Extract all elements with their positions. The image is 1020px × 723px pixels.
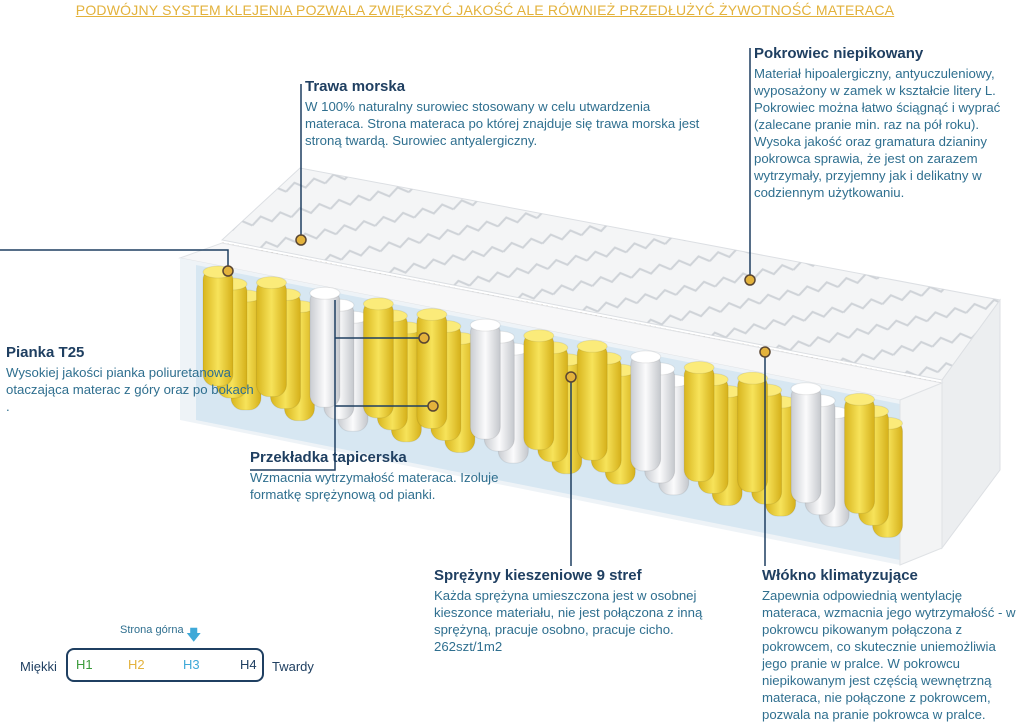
callout-dots: [222, 234, 771, 412]
wlokno-block: Włókno klimatyzujące Zapewnia odpowiedni…: [762, 567, 1017, 723]
hardness-level-h1: H1: [76, 657, 93, 672]
wlokno-text: Zapewnia odpowiednią wentylację materaca…: [762, 588, 1016, 722]
wlokno-title: Włókno klimatyzujące: [762, 567, 918, 584]
pocket-spring-top: [844, 392, 876, 406]
pocket-spring-top: [255, 276, 287, 290]
przekladka-text: Wzmacnia wytrzymałość materaca. Izoluje …: [250, 470, 499, 502]
trawa-text: W 100% naturalny surowiec stosowany w ce…: [305, 99, 700, 148]
hardness-scale: Strona górna 🡇 Miękki H1 H2 H3 H4 Twardy: [20, 624, 340, 694]
pocket-spring: [630, 352, 662, 472]
pocket-spring-top: [523, 329, 555, 343]
przekladka-title: Przekładka tapicerska: [250, 449, 407, 466]
hardness-level-h3: H3: [183, 657, 200, 672]
trawa-block: Trawa morska W 100% naturalny surowiec s…: [305, 78, 705, 149]
pocket-spring: [844, 394, 876, 514]
pocket-spring-top: [737, 371, 769, 385]
hardness-caption: Strona górna: [120, 624, 184, 636]
pocket-spring: [362, 299, 394, 419]
pianka-title: Pianka T25: [6, 344, 85, 361]
foam-wall-right: [899, 382, 943, 566]
callout-dot-pokrowiec: [744, 274, 756, 286]
sprezyny-title: Sprężyny kieszeniowe 9 stref: [434, 567, 642, 584]
pokrowiec-block: Pokrowiec niepikowany Materiał hipoalerg…: [754, 45, 1016, 201]
callout-line-przekladka: [250, 300, 336, 471]
sprezyny-text: Każda sprężyna umieszczona jest w osobne…: [434, 588, 703, 654]
callout-line-pianka: [0, 249, 229, 270]
pianka-text: Wysokiej jakości pianka poliuretanowa ot…: [6, 365, 254, 414]
banner-headline: PODWÓJNY SYSTEM KLEJENIA POZWALA ZWIĘKSZ…: [75, 2, 895, 18]
hardness-level-h4: H4: [240, 657, 257, 672]
pocket-spring: [576, 341, 608, 461]
pocket-spring-top: [469, 318, 501, 332]
pianka-block: Pianka T25 Wysokiej jakości pianka poliu…: [6, 344, 256, 415]
pocket-spring: [790, 384, 822, 504]
pocket-spring: [523, 331, 555, 451]
pocket-spring-top: [790, 382, 822, 396]
pokrowiec-title: Pokrowiec niepikowany: [754, 45, 924, 62]
pocket-spring-top: [683, 361, 715, 375]
pocket-spring: [683, 363, 715, 483]
pokrowiec-text: Materiał hipoalergiczny, antyuczuleniowy…: [754, 66, 1001, 200]
hardness-level-h2: H2: [128, 657, 145, 672]
callout-dot-przekladka-a: [418, 332, 430, 344]
trawa-title: Trawa morska: [305, 78, 406, 95]
pocket-spring-top: [416, 307, 448, 321]
pocket-spring-top: [630, 350, 662, 364]
pocket-spring-top: [362, 297, 394, 311]
hardness-hard-label: Twardy: [272, 659, 314, 674]
pocket-spring: [469, 320, 501, 440]
spring-rows: [202, 265, 904, 538]
callout-dot-pianka: [222, 265, 234, 277]
sprezyny-block: Sprężyny kieszeniowe 9 stref Każda spręż…: [434, 567, 734, 655]
pocket-spring-top: [309, 286, 341, 300]
pocket-spring: [737, 373, 769, 493]
callout-lines: [0, 48, 766, 566]
pocket-spring: [255, 278, 287, 398]
pocket-spring-top: [576, 339, 608, 353]
callout-dot-sprezyny: [565, 371, 577, 383]
callout-dot-trawa: [295, 234, 307, 246]
callout-dot-przekladka-b: [427, 400, 439, 412]
hardness-soft-label: Miękki: [20, 659, 57, 674]
cover-top-quilt: [222, 168, 1000, 380]
arrow-down-icon: 🡇: [186, 627, 202, 644]
hardness-box: [66, 648, 264, 682]
przekladka-block: Przekładka tapicerska Wzmacnia wytrzymał…: [250, 449, 520, 503]
callout-dot-wlokno: [759, 346, 771, 358]
